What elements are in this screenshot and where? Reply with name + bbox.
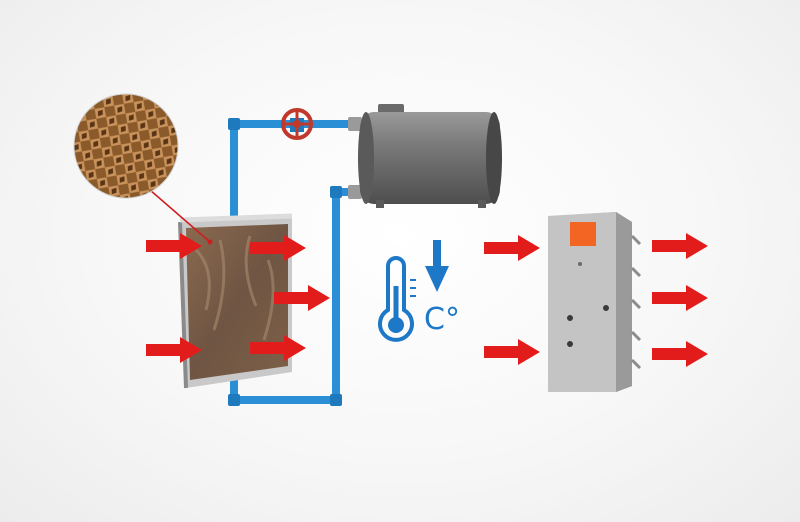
honeycomb-pad-magnifier	[73, 93, 213, 245]
airflow-arrow-fan-out-middle	[652, 285, 708, 311]
airflow-arrow-out-middle	[274, 285, 330, 311]
airflow-arrow-fan-in-bottom	[484, 339, 540, 365]
airflow-arrow-in-bottom	[146, 337, 202, 363]
airflow-arrows	[146, 233, 708, 367]
airflow-arrow-out-bottom	[250, 335, 306, 361]
airflow-arrow-out-top	[250, 235, 306, 261]
water-tank	[358, 104, 502, 208]
fan-louvers	[630, 234, 642, 370]
fan-unit	[548, 212, 642, 392]
airflow-arrow-fan-out-top	[652, 233, 708, 259]
airflow-arrow-fan-out-bottom	[652, 341, 708, 367]
temperature-unit-label: C°	[424, 302, 460, 337]
down-arrow-icon	[425, 240, 449, 292]
airflow-arrow-fan-in-top	[484, 235, 540, 261]
airflow-arrow-in-top	[146, 233, 202, 259]
thermometer-icon	[378, 256, 416, 342]
fan-warning-label	[570, 222, 596, 246]
valve-wheel	[281, 108, 313, 140]
